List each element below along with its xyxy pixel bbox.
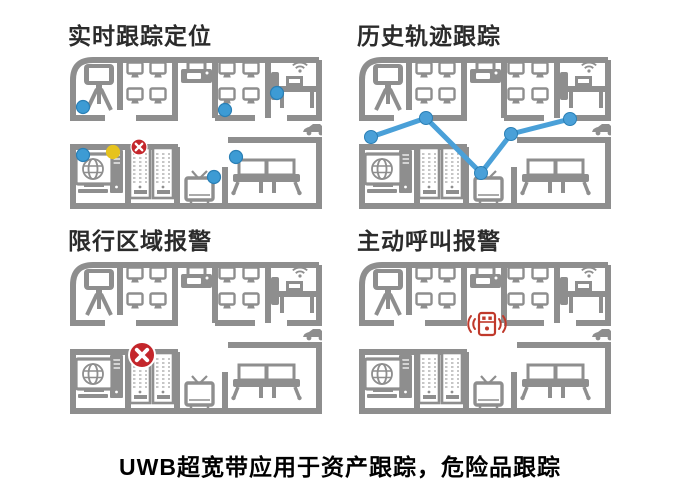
panel-active-call: 主动呼叫报警 bbox=[355, 227, 611, 419]
panel-title-restricted: 限行区域报警 bbox=[68, 228, 212, 254]
panel-realtime-tracking: 实时跟踪定位 bbox=[66, 22, 322, 214]
asset-tag-dot-yellow bbox=[105, 144, 121, 160]
panel-title-realtime: 实时跟踪定位 bbox=[68, 23, 212, 49]
asset-tag-dot-blue bbox=[228, 149, 244, 165]
alert-x-badge bbox=[129, 137, 149, 157]
panel-title-history: 历史轨迹跟踪 bbox=[357, 23, 501, 49]
trajectory-node bbox=[563, 112, 577, 126]
asset-tag-dot-blue bbox=[75, 147, 91, 163]
trajectory-node bbox=[504, 127, 518, 141]
floorplan-history bbox=[355, 50, 611, 214]
alert-x-badge bbox=[127, 340, 157, 370]
trajectory-node bbox=[364, 130, 378, 144]
trajectory-node bbox=[474, 166, 488, 180]
asset-tag-dot-blue bbox=[75, 99, 91, 115]
panel-restricted-area: 限行区域报警 bbox=[66, 227, 322, 419]
asset-tag-dot-blue bbox=[269, 85, 285, 101]
trajectory-node bbox=[419, 111, 433, 125]
floorplan-call bbox=[355, 255, 611, 419]
asset-tag-dot-blue bbox=[217, 102, 233, 118]
floorplan-realtime bbox=[66, 50, 322, 214]
floorplan-restricted bbox=[66, 255, 322, 419]
bottom-caption: UWB超宽带应用于资产跟踪，危险品跟踪 bbox=[119, 454, 561, 480]
panel-history-trajectory: 历史轨迹跟踪 bbox=[355, 22, 611, 214]
asset-tag-dot-blue bbox=[206, 169, 222, 185]
call-beacon bbox=[467, 311, 507, 337]
panel-title-call: 主动呼叫报警 bbox=[357, 228, 501, 254]
